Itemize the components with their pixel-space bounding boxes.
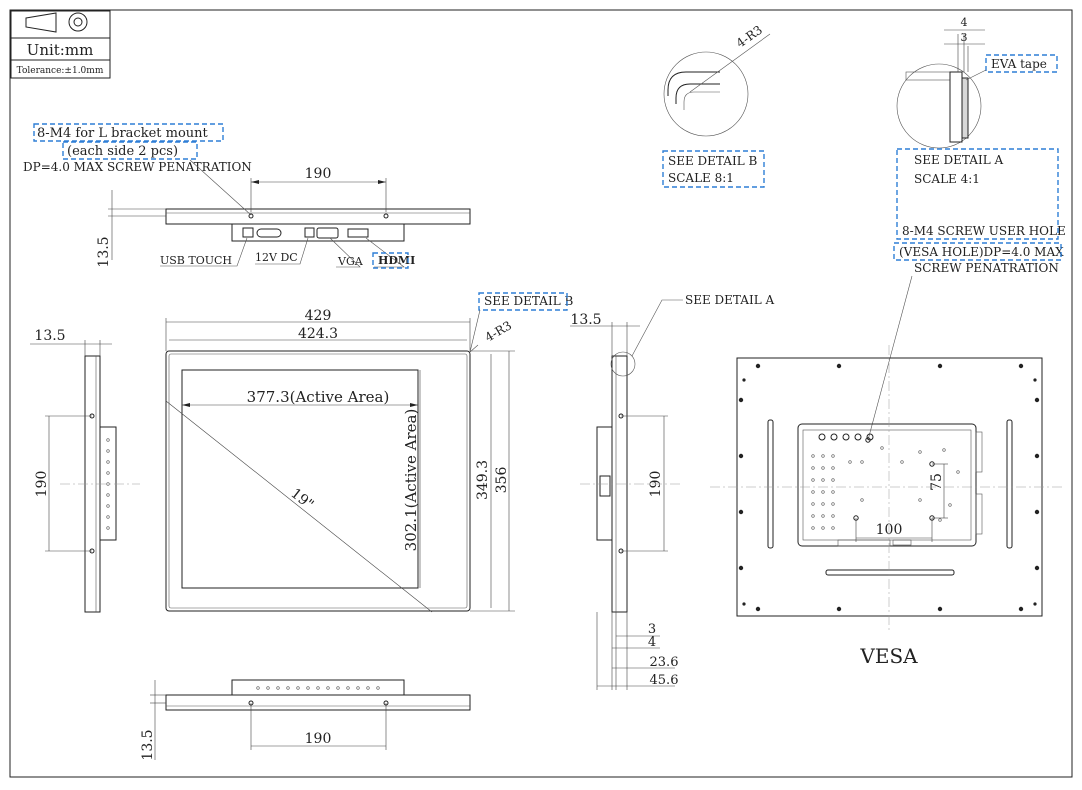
front-dim-429: 429 bbox=[305, 308, 332, 324]
right-dim-45-6: 45.6 bbox=[650, 673, 679, 688]
detail-a-dim-4: 4 bbox=[961, 16, 968, 29]
vesa-dim-75: 75 bbox=[929, 473, 945, 491]
usb-touch-label: USB TOUCH bbox=[160, 254, 232, 267]
detail-b-scale: SCALE 8:1 bbox=[668, 171, 734, 185]
vesa-hole-note: (VESA HOLE)DP=4.0 MAX bbox=[899, 245, 1064, 259]
user-hole-note: 8-M4 SCREW USER HOLE bbox=[902, 224, 1066, 238]
right-dim-3: 3 bbox=[648, 622, 656, 637]
right-dim-13-5: 13.5 bbox=[570, 312, 601, 328]
detail-b-radius: 4-R3 bbox=[734, 23, 765, 51]
left-dim-190: 190 bbox=[34, 471, 50, 498]
active-width-label: 377.3(Active Area) bbox=[247, 388, 390, 406]
front-dim-424-3: 424.3 bbox=[298, 326, 338, 342]
right-side-view: 13.5 SEE DETAIL A 190 3 4 23.6 45.6 bbox=[570, 293, 774, 690]
drawing-border bbox=[9, 9, 1073, 778]
right-see-detail-a: SEE DETAIL A bbox=[685, 293, 774, 307]
front-see-detail-b: SEE DETAIL B bbox=[484, 294, 573, 308]
vga-label: VGA bbox=[337, 255, 364, 268]
detail-a-dim-3: 3 bbox=[961, 31, 968, 44]
dc-jack-icon bbox=[304, 227, 315, 238]
detail-b: 4-R3 SEE DETAIL B SCALE 8:1 bbox=[662, 23, 771, 188]
bottom-dim-13-5: 13.5 bbox=[140, 729, 156, 760]
projection-symbol-icon bbox=[25, 12, 88, 33]
bracket-note: 8-M4 for L bracket mount bbox=[37, 126, 209, 141]
tolerance-label: Tolerance:±1.0mm bbox=[17, 66, 104, 76]
top-dim-13-5: 13.5 bbox=[96, 236, 112, 267]
diagonal-label: 19" bbox=[288, 486, 317, 514]
bracket-note-count: (each side 2 pcs) bbox=[67, 144, 178, 159]
bottom-view: 190 13.5 bbox=[140, 679, 471, 761]
penetration-note: SCREW PENATRATION bbox=[914, 261, 1059, 275]
left-dim-13-5: 13.5 bbox=[34, 328, 65, 344]
top-view: 190 13.5 8-M4 for L bracket mount (each … bbox=[23, 123, 471, 269]
hdmi-label: HDMI bbox=[378, 254, 415, 267]
hdmi-port-icon bbox=[347, 228, 369, 238]
touch-connector-icon bbox=[256, 228, 282, 238]
screw-penetration-note: DP=4.0 MAX SCREW PENATRATION bbox=[23, 160, 252, 174]
title-block: Unit:mm Tolerance:±1.0mm bbox=[10, 10, 111, 79]
active-height-label: 302.1(Active Area) bbox=[402, 409, 420, 552]
top-dim-190: 190 bbox=[305, 166, 332, 182]
bottom-dim-190: 190 bbox=[305, 731, 332, 747]
usb-port-icon bbox=[242, 227, 254, 238]
right-dim-23-6: 23.6 bbox=[650, 655, 679, 670]
unit-label: Unit:mm bbox=[27, 41, 94, 59]
vga-port-icon bbox=[316, 227, 339, 239]
left-side-view: 13.5 190 bbox=[30, 328, 140, 613]
front-dim-356: 356 bbox=[494, 467, 510, 494]
detail-a-scale: SCALE 4:1 bbox=[914, 172, 980, 186]
detail-a: 4 3 EVA tape SEE DETAIL A SCALE 4:1 8-M4… bbox=[867, 16, 1066, 441]
vesa-label: VESA bbox=[859, 644, 918, 668]
front-dim-349-3: 349.3 bbox=[475, 460, 491, 500]
dc-label: 12V DC bbox=[255, 251, 298, 264]
right-dim-4: 4 bbox=[648, 635, 656, 650]
detail-b-label: SEE DETAIL B bbox=[668, 154, 757, 168]
front-radius-label: 4-R3 bbox=[483, 318, 515, 344]
detail-a-label: SEE DETAIL A bbox=[914, 153, 1003, 167]
rear-view: 100 75 VESA bbox=[710, 345, 1065, 668]
front-view: 19" 429 424.3 377.3(Active Area) 302.1(A… bbox=[165, 292, 573, 613]
eva-tape-label: EVA tape bbox=[991, 57, 1047, 71]
